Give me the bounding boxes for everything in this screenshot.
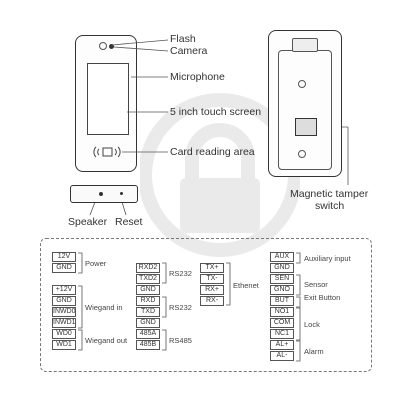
reset-label: Reset: [115, 216, 143, 228]
pin-gnd-wiegand: GND: [52, 296, 76, 306]
alarm-label: Alarm: [304, 347, 324, 356]
tamper-label: Magnetic tamper: [290, 188, 369, 200]
sensor-label: Sensor: [304, 280, 328, 289]
rs232-a-label: RS232: [169, 269, 192, 278]
flash-dot: [99, 42, 107, 50]
wiegand-out-label: Wiegand out: [85, 336, 128, 345]
pin-inwd1: INWD1: [52, 318, 76, 328]
flash-label: Flash: [170, 33, 196, 45]
wiegand-in-label: Wiegand in: [85, 303, 123, 312]
rs232-b-label: RS232: [169, 303, 192, 312]
pin-txd: TXD: [136, 307, 160, 317]
exit-button-label: Exit Button: [304, 293, 341, 302]
pin-rx-minus: RX-: [200, 296, 224, 306]
wiring-panel: [40, 238, 372, 372]
microphone-label: Microphone: [170, 71, 225, 83]
pin-12v: 12V: [52, 252, 76, 262]
lock-label: Lock: [304, 320, 320, 329]
pin-485b: 485B: [136, 340, 160, 350]
tamper-switch: [295, 118, 317, 136]
ethernet-label: Ethenet: [233, 281, 259, 290]
camera-dot: [109, 44, 114, 49]
pin-485a: 485A: [136, 329, 160, 339]
aux-input-label: Auxiliary input: [304, 254, 351, 263]
back-screw-1: [298, 80, 306, 88]
pin-aux: AUX: [270, 252, 294, 262]
pin-al-minus: AL-: [270, 351, 294, 361]
pin-gnd-rs232b: GND: [136, 318, 160, 328]
tamper-label-2: switch: [315, 200, 345, 212]
pin-plus12v: +12V: [52, 285, 76, 295]
pin-sen: SEN: [270, 274, 294, 284]
pin-nc1: NC1: [270, 329, 294, 339]
power-label: Power: [85, 259, 107, 268]
touch-screen: [87, 63, 129, 135]
pin-rxd2: RXD2: [136, 263, 160, 273]
camera-label: Camera: [170, 45, 208, 57]
pin-gnd-aux: GND: [270, 263, 294, 273]
pin-txd2: TXD2: [136, 274, 160, 284]
nfc-card-icon: [93, 146, 121, 158]
rs485-label: RS485: [169, 336, 192, 345]
card-area-label: Card reading area: [170, 146, 255, 158]
pin-inwd0: INWD0: [52, 307, 76, 317]
bottom-device: [70, 185, 138, 203]
back-top-slot: [292, 38, 318, 52]
pin-no1: NO1: [270, 307, 294, 317]
pin-com: COM: [270, 318, 294, 328]
pin-gno: GNO: [270, 285, 294, 295]
pin-al-plus: AL+: [270, 340, 294, 350]
pin-gnd-power: GND: [52, 263, 76, 273]
pin-tx-minus: TX-: [200, 274, 224, 284]
pin-gnd-rs232a: GND: [136, 285, 160, 295]
pin-but: BUT: [270, 296, 294, 306]
pin-rx-plus: RX+: [200, 285, 224, 295]
pin-wd1: WD1: [52, 340, 76, 350]
speaker-label: Speaker: [68, 216, 108, 228]
speaker-dot: [99, 192, 103, 196]
reset-dot: [120, 192, 123, 195]
pin-wd0: WD0: [52, 329, 76, 339]
touch-screen-label: 5 inch touch screen: [170, 106, 262, 118]
back-screw-2: [298, 150, 306, 158]
pin-tx-plus: TX+: [200, 263, 224, 273]
pin-rxd: RXD: [136, 296, 160, 306]
